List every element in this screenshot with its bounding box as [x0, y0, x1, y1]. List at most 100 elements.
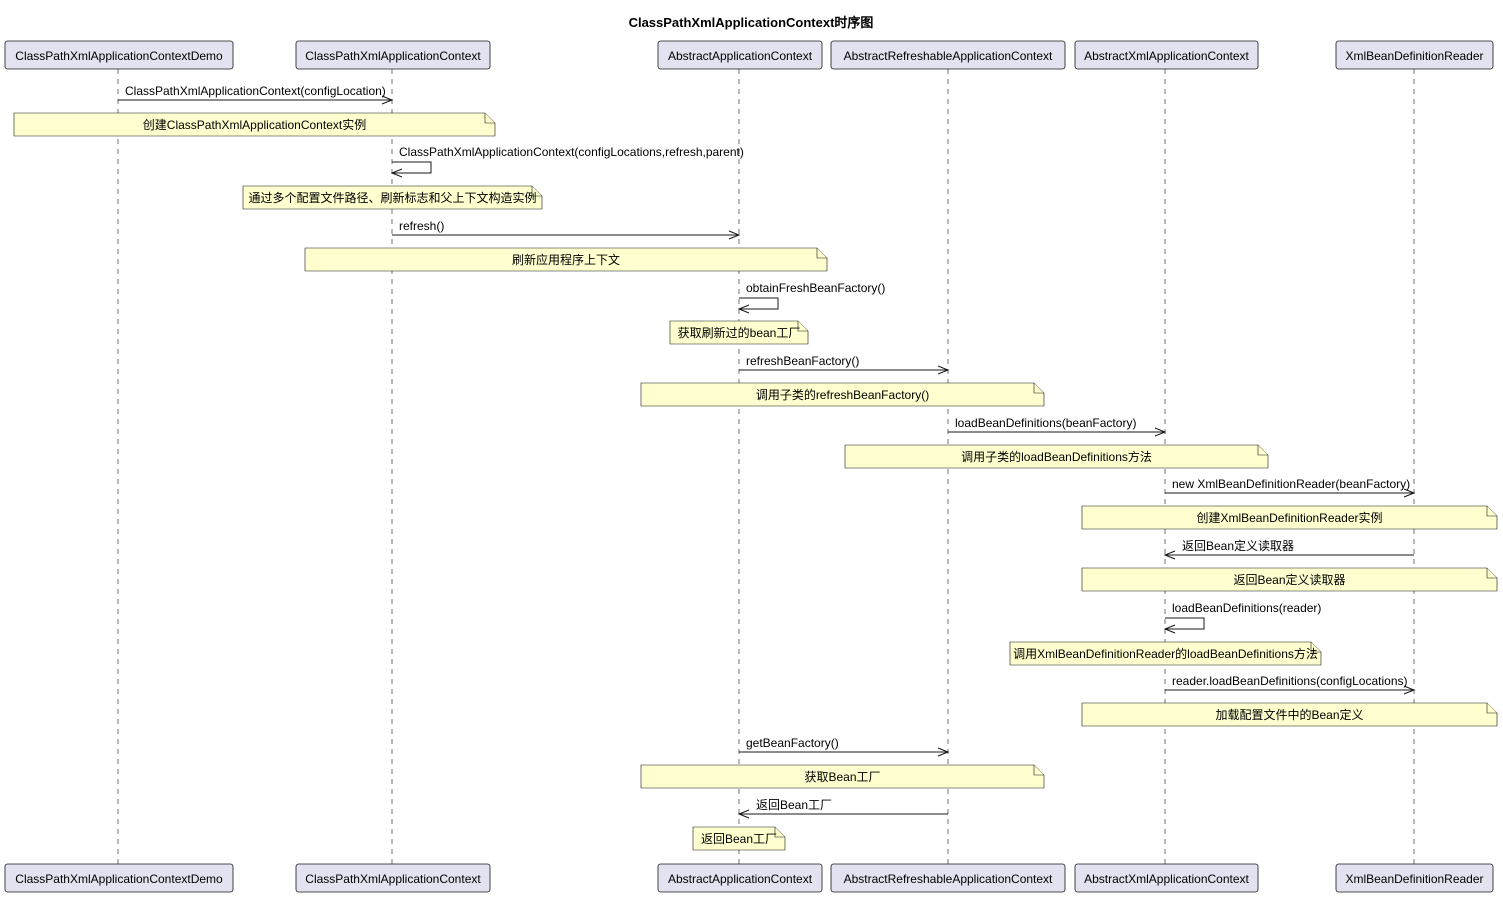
participant-box-top: ClassPathXmlApplicationContext — [295, 40, 491, 70]
participant-rect — [1335, 863, 1494, 893]
note-text: 创建ClassPathXmlApplicationContext实例 — [143, 117, 366, 132]
note-text: 刷新应用程序上下文 — [512, 252, 620, 267]
message: getBeanFactory() — [739, 736, 950, 757]
note-fold — [1033, 765, 1044, 776]
note-fold — [1257, 445, 1268, 456]
note-shape — [13, 112, 496, 137]
note-shape — [1081, 702, 1498, 727]
message-label: reader.loadBeanDefinitions(configLocatio… — [1172, 674, 1407, 688]
message-label: refreshBeanFactory() — [746, 354, 859, 368]
arrow-head — [1163, 550, 1176, 560]
participant-box-top: AbstractApplicationContext — [657, 40, 823, 70]
message-label: refresh() — [399, 219, 444, 233]
participant-rect — [1074, 40, 1259, 70]
note-shape — [242, 185, 543, 210]
message-label: loadBeanDefinitions(beanFactory) — [955, 416, 1136, 430]
participant-label: ClassPathXmlApplicationContextDemo — [15, 872, 223, 886]
note-text: 调用子类的refreshBeanFactory() — [756, 387, 929, 402]
note: 创建XmlBeanDefinitionReader实例 — [1081, 505, 1498, 530]
participant-rect — [1074, 863, 1259, 893]
message: ClassPathXmlApplicationContext(configLoc… — [390, 145, 744, 178]
participant-label: AbstractRefreshableApplicationContext — [844, 872, 1053, 886]
arrow-head — [1163, 624, 1176, 634]
arrow-head — [381, 95, 394, 105]
participant-box-top: ClassPathXmlApplicationContextDemo — [4, 40, 234, 70]
participant-label: ClassPathXmlApplicationContext — [305, 49, 481, 63]
arrow-head — [1154, 427, 1167, 437]
message-label: 返回Bean工厂 — [756, 798, 832, 812]
participants-top: ClassPathXmlApplicationContextDemo ClassP… — [4, 40, 1494, 70]
note-text: 通过多个配置文件路径、刷新标志和父上下文构造实例 — [248, 190, 536, 205]
note-fold — [484, 113, 495, 124]
note-shape — [1009, 641, 1322, 666]
note-text: 加载配置文件中的Bean定义 — [1215, 707, 1363, 722]
participant-rect — [4, 863, 234, 893]
message-label: ClassPathXmlApplicationContext(configLoc… — [399, 145, 744, 159]
participant-rect — [295, 40, 491, 70]
participant-rect — [1335, 40, 1494, 70]
note-fold — [774, 827, 785, 838]
self-message-line — [392, 161, 432, 174]
note-fold — [1310, 642, 1321, 653]
arrow-head — [737, 304, 750, 314]
note: 创建ClassPathXmlApplicationContext实例 — [13, 112, 496, 137]
note: 通过多个配置文件路径、刷新标志和父上下文构造实例 — [242, 185, 543, 210]
note-shape — [692, 826, 786, 851]
arrow-head — [1403, 685, 1416, 695]
message-label: new XmlBeanDefinitionReader(beanFactory) — [1172, 477, 1410, 491]
note-fold — [1486, 703, 1497, 714]
participant-label: AbstractXmlApplicationContext — [1084, 49, 1249, 63]
note-text: 获取Bean工厂 — [804, 770, 880, 784]
note-text: 返回Bean定义读取器 — [1233, 572, 1345, 587]
note-shape — [640, 764, 1045, 789]
note: 调用XmlBeanDefinitionReader的loadBeanDefini… — [1009, 641, 1322, 666]
note-shape — [844, 444, 1269, 469]
participant-box-top: AbstractXmlApplicationContext — [1074, 40, 1259, 70]
note-text: 调用子类的loadBeanDefinitions方法 — [961, 449, 1152, 464]
participant-box-top: XmlBeanDefinitionReader — [1335, 40, 1494, 70]
message: refreshBeanFactory() — [739, 354, 950, 375]
participant-rect — [830, 40, 1066, 70]
note: 返回Bean定义读取器 — [1081, 567, 1498, 592]
note: 返回Bean工厂 — [692, 826, 786, 851]
message: loadBeanDefinitions(beanFactory) — [948, 416, 1167, 437]
participant-label: AbstractApplicationContext — [668, 872, 813, 886]
participant-label: XmlBeanDefinitionReader — [1345, 872, 1483, 886]
arrow-head — [937, 365, 950, 375]
participant-box-bottom: AbstractXmlApplicationContext — [1074, 863, 1259, 893]
participant-rect — [295, 863, 491, 893]
participant-label: AbstractXmlApplicationContext — [1084, 872, 1249, 886]
note-text: 创建XmlBeanDefinitionReader实例 — [1196, 510, 1382, 525]
message-label: getBeanFactory() — [746, 736, 839, 750]
participant-label: AbstractApplicationContext — [668, 49, 813, 63]
participant-rect — [4, 40, 234, 70]
participant-box-bottom: AbstractRefreshableApplicationContext — [830, 863, 1066, 893]
note-shape — [640, 382, 1045, 407]
note-text: 获取刷新过的bean工厂 — [678, 325, 801, 340]
note-shape — [1081, 505, 1498, 530]
note-shape — [669, 320, 809, 345]
message: ClassPathXmlApplicationContext(configLoc… — [118, 84, 394, 105]
self-message-line — [1165, 617, 1205, 630]
note-text: 调用XmlBeanDefinitionReader的loadBeanDefini… — [1013, 646, 1318, 661]
note: 刷新应用程序上下文 — [304, 247, 828, 272]
note-fold — [1486, 568, 1497, 579]
participant-label: XmlBeanDefinitionReader — [1345, 49, 1483, 63]
note: 获取刷新过的bean工厂 — [669, 320, 809, 345]
message-label: loadBeanDefinitions(reader) — [1172, 601, 1321, 615]
participant-rect — [657, 863, 823, 893]
note-fold — [816, 248, 827, 259]
message-label: obtainFreshBeanFactory() — [746, 281, 885, 295]
participant-label: ClassPathXmlApplicationContextDemo — [15, 49, 223, 63]
participant-box-bottom: AbstractApplicationContext — [657, 863, 823, 893]
self-message-line — [739, 297, 779, 310]
message: obtainFreshBeanFactory() — [737, 281, 885, 314]
note: 加载配置文件中的Bean定义 — [1081, 702, 1498, 727]
arrow-head — [737, 809, 750, 819]
note-fold — [797, 321, 808, 332]
message: refresh() — [392, 219, 741, 240]
participant-label: AbstractRefreshableApplicationContext — [844, 49, 1053, 63]
note-fold — [1486, 506, 1497, 517]
